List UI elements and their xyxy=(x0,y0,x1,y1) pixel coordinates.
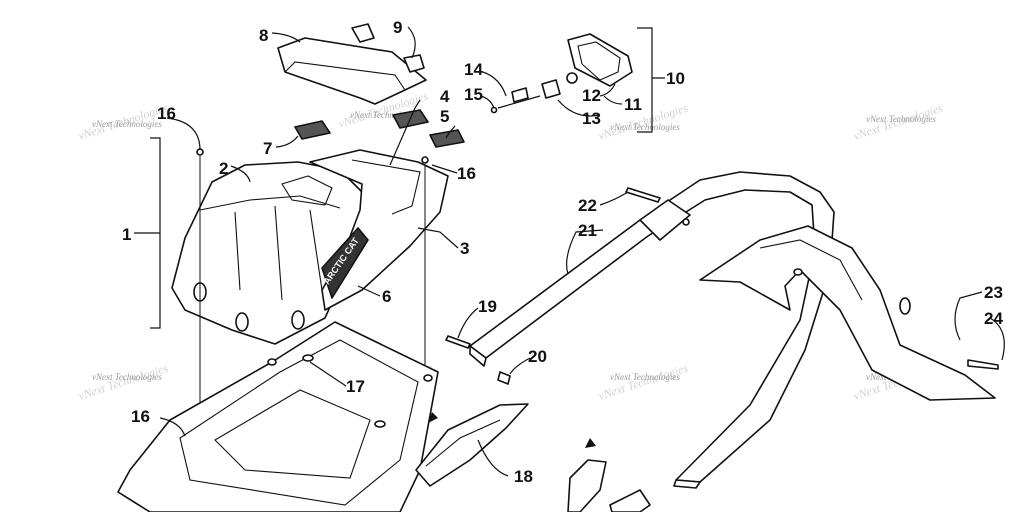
callout-5: 5 xyxy=(440,107,449,126)
callout-1: 1 xyxy=(122,225,131,244)
callout-24: 23 xyxy=(984,283,1003,302)
callout-16b: 16 xyxy=(457,164,476,183)
arrow-marker xyxy=(585,438,596,448)
callout-10: 10 xyxy=(666,69,685,88)
side-bracket-part xyxy=(415,403,651,512)
rear-cover-part xyxy=(699,225,996,401)
tail-light-part xyxy=(490,33,633,114)
callout-20: 19 xyxy=(478,297,497,316)
callout-4: 4 xyxy=(440,87,450,106)
watermark-text: vNext Technologies xyxy=(610,372,680,382)
callout-2: 2 xyxy=(219,159,228,178)
callout-16: 16 xyxy=(157,104,176,123)
watermark-text: vNext Technologies xyxy=(92,372,162,382)
callout-6: 6 xyxy=(382,287,391,306)
callout-11: 11 xyxy=(624,95,642,114)
callout-25: 24 xyxy=(984,309,1003,328)
callout-8: 8 xyxy=(259,26,268,45)
leader-lines xyxy=(134,26,1005,477)
callout-3: 3 xyxy=(460,239,469,258)
callout-9: 9 xyxy=(393,18,402,37)
callout-14: 14 xyxy=(464,60,483,79)
hardware-parts xyxy=(428,187,999,448)
seat-plate-part xyxy=(277,23,427,105)
watermark-text: vNext Technologies xyxy=(610,122,680,132)
callout-23: 22 xyxy=(578,196,597,215)
callout-labels: 8 9 1 16 2 7 4 5 16 3 6 17 16 18 19 20 2… xyxy=(122,18,1003,486)
callout-7: 7 xyxy=(263,139,272,158)
watermark-text: vNext Technologies xyxy=(350,110,420,120)
callout-17: 16 xyxy=(131,407,150,426)
callout-18: 17 xyxy=(346,377,365,396)
seat-base-part xyxy=(117,321,439,512)
callout-13: 13 xyxy=(582,109,601,128)
callout-22: 21 xyxy=(578,221,597,240)
callout-12: 12 xyxy=(582,86,601,105)
callout-21: 20 xyxy=(528,347,547,366)
arrow-marker xyxy=(428,412,438,423)
seat-trim-part: ARCTIC CAT xyxy=(309,149,449,311)
grab-handle-part xyxy=(469,171,835,489)
watermark-text: vNext Technologies xyxy=(92,119,162,129)
callout-19: 18 xyxy=(514,467,533,486)
callout-15: 15 xyxy=(464,85,483,104)
watermark-text: vNext Technologies xyxy=(866,114,936,124)
